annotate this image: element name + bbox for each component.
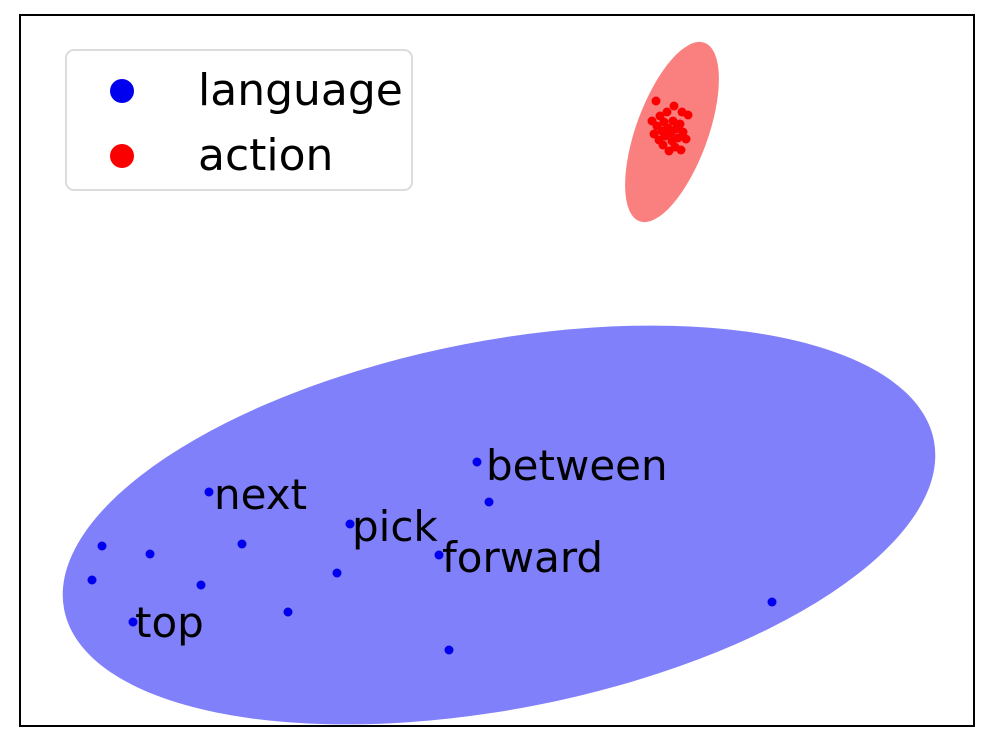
data-point-action (677, 107, 687, 117)
data-point-action (662, 107, 672, 117)
point-label-forward: forward (442, 533, 604, 582)
cluster-ellipse-language (29, 259, 969, 725)
data-point-language (196, 580, 206, 590)
data-point-language (767, 597, 777, 607)
data-point-language (97, 541, 107, 551)
data-point-action (647, 116, 657, 126)
data-point-language (345, 519, 355, 529)
data-point-action (657, 126, 667, 136)
data-point-action (663, 123, 673, 133)
data-point-action (658, 140, 668, 150)
legend-label-language: language (198, 65, 403, 116)
legend-label-action: action (198, 130, 334, 181)
data-point-action (669, 101, 679, 111)
point-label-pick: pick (352, 502, 438, 551)
legend-marker-language-icon (110, 79, 134, 103)
data-point-action (670, 142, 680, 152)
data-point-action (655, 111, 665, 121)
data-point-language (87, 575, 97, 585)
data-point-action (673, 133, 683, 143)
data-point-language (283, 607, 293, 617)
data-point-action (659, 117, 669, 127)
data-point-language (128, 617, 138, 627)
legend-entry-action[interactable]: action (67, 132, 411, 180)
data-point-action (681, 134, 691, 144)
data-point-action (654, 135, 664, 145)
data-point-action (649, 129, 659, 139)
data-point-language (204, 487, 214, 497)
data-point-action (675, 119, 685, 129)
data-point-language (145, 549, 155, 559)
point-label-between: between (486, 441, 668, 490)
data-point-action (668, 116, 678, 126)
data-point-action (666, 128, 676, 138)
data-point-action (683, 110, 693, 120)
point-label-next: next (214, 470, 308, 519)
point-label-top: top (135, 598, 204, 647)
data-point-language (434, 550, 444, 560)
data-point-language (444, 645, 454, 655)
data-point-action (678, 127, 688, 137)
data-point-action (676, 145, 686, 155)
legend-entry-language[interactable]: language (67, 67, 411, 115)
data-point-action (651, 96, 661, 106)
data-point-action (667, 136, 677, 146)
data-point-language (484, 497, 494, 507)
data-point-action (660, 131, 670, 141)
legend-marker-action-icon (110, 144, 134, 168)
data-point-language (237, 539, 247, 549)
legend: language action (65, 49, 413, 191)
data-point-action (671, 124, 681, 134)
data-point-action (652, 121, 662, 131)
data-point-language (472, 457, 482, 467)
data-point-action (664, 146, 674, 156)
data-point-language (332, 568, 342, 578)
